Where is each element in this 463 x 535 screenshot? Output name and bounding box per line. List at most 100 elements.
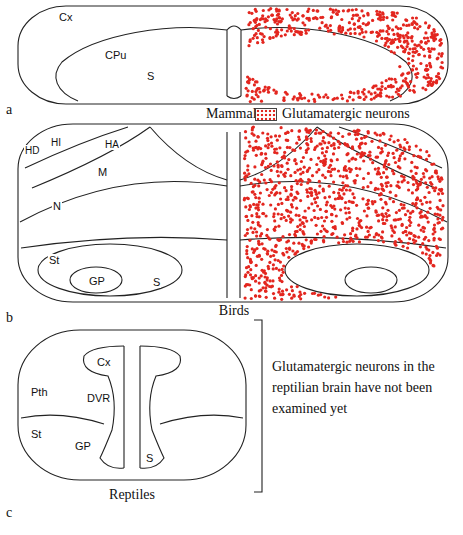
neuron-dot [324,93,327,96]
neuron-dot [322,136,325,139]
neuron-dot [308,179,311,182]
neuron-dot [436,222,439,225]
neuron-dot [327,133,330,136]
neuron-dot [249,258,252,261]
neuron-dot [318,180,321,183]
neuron-dot [401,72,404,75]
neuron-dot [361,197,364,200]
neuron-dot [301,230,304,233]
neuron-dot [316,10,319,13]
neuron-dot [267,15,270,18]
legend-text: Glutamatergic neurons [281,106,411,121]
neuron-dot [245,215,248,218]
neuron-dot [325,210,328,213]
neuron-dot [380,187,383,190]
neuron-dot [276,14,279,17]
neuron-dot [330,220,333,223]
panel-label: c [5,505,13,520]
neuron-dot [412,54,415,57]
neuron-dot [432,264,435,267]
neuron-dot [387,45,390,48]
neuron-dot [254,8,257,11]
neuron-dot [440,176,443,179]
neuron-dot [266,137,269,140]
neuron-dot [330,159,333,162]
neuron-dot [405,226,408,229]
neuron-dot [435,254,438,257]
neuron-dot [423,75,426,78]
neuron-dot [342,192,345,195]
neuron-dot [299,199,302,202]
neuron-dot [388,95,391,98]
neuron-dot [272,254,275,257]
neuron-dot [280,28,283,31]
neuron-dot [367,199,370,202]
neuron-dot [334,9,337,12]
neuron-dot [255,230,258,233]
neuron-dot [380,176,383,179]
region-label: Cx [58,11,73,23]
neuron-dot [313,238,316,241]
neuron-dot [280,280,283,283]
neuron-dot [385,185,388,188]
neuron-dot [342,240,345,243]
neuron-dot [407,36,410,39]
neuron-dot [310,194,313,197]
neuron-dot [250,12,253,15]
neuron-dot [412,154,415,157]
neuron-dot [341,221,344,224]
neuron-dot [360,137,363,140]
neuron-dot [436,206,439,209]
neuron-dot [297,30,300,33]
neuron-dot [386,209,389,212]
neuron-dot [432,238,435,241]
neuron-dot [294,171,297,174]
neuron-dot [395,184,398,187]
neuron-dot [312,9,315,12]
neuron-dot [255,154,258,157]
neuron-dot [293,33,296,36]
neuron-dot [391,38,394,41]
neuron-dot [259,147,262,150]
neuron-dot [248,283,251,286]
reptile-brain-outline [18,330,246,480]
neuron-dot [257,240,260,243]
neuron-dot [319,208,322,211]
neuron-dot [384,144,387,147]
neuron-dot [346,99,349,102]
neuron-dot [362,35,365,38]
neuron-dot [369,181,372,184]
neuron-dot [324,160,327,163]
neuron-dot [352,92,355,95]
neuron-dot [393,51,396,54]
neuron-dot [256,135,259,138]
neuron-dot [251,132,254,135]
neuron-dot [353,22,356,25]
neuron-dot [267,165,270,168]
neuron-dot [251,221,254,224]
neuron-dot [429,50,432,53]
neuron-dot [355,8,358,11]
neuron-dot [426,186,429,189]
neuron-dot [313,98,316,101]
neuron-dot [422,230,425,233]
neuron-dot [273,297,276,300]
neuron-dot [385,159,388,162]
neuron-dot [397,139,400,142]
neuron-dot [346,9,349,12]
neuron-dot [380,236,383,239]
neuron-dot [390,234,393,237]
neuron-dot [348,95,351,98]
neuron-dot [273,212,276,215]
neuron-dot [399,217,402,220]
neuron-dot [363,209,366,212]
neuron-dot [258,180,261,183]
neuron-dot [290,297,293,300]
neuron-dot [389,191,392,194]
neuron-dot [280,164,283,167]
neuron-dot [318,185,321,188]
neuron-dot [332,143,335,146]
neuron-dot [280,213,283,216]
neuron-dot [353,196,356,199]
neuron-dot [390,224,393,227]
